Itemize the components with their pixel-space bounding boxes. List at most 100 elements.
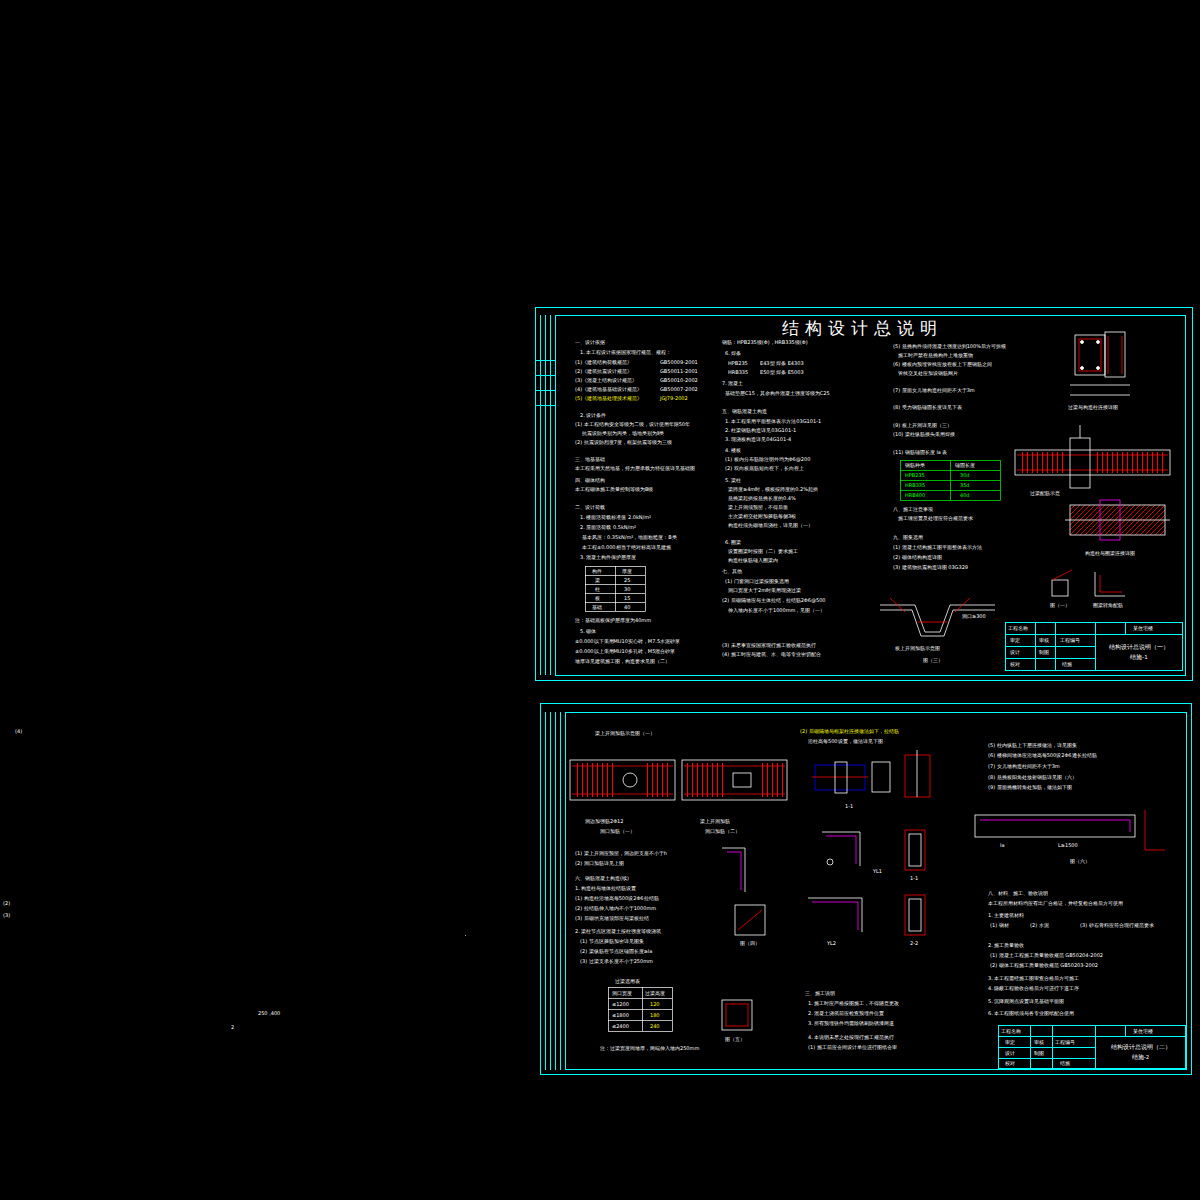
drawing-rect <box>1075 335 1105 375</box>
note-text: 30d <box>960 472 970 478</box>
drawing-line <box>1052 1025 1053 1068</box>
note-text: (9) 屋面挑檐转角处加筋，做法如下图 <box>988 784 1072 790</box>
title-block-text: 结施-2 <box>1132 1054 1149 1061</box>
drawing-path <box>826 836 856 864</box>
drawing-rect <box>1079 339 1101 371</box>
drawing-line <box>642 987 643 1031</box>
note-text: 管线交叉处应加设钢筋网片 <box>898 370 958 376</box>
note-text: (3)《混凝土结构设计规范》 <box>575 377 637 383</box>
note-text: HPB235 <box>905 472 925 478</box>
note-text: 180 <box>650 1012 660 1018</box>
note-text: (6) 楼梯间墙体应沿墙高每500设2Φ6通长拉结筋 <box>988 752 1097 758</box>
drawing-path <box>1145 810 1165 850</box>
note-text: 施工缝留置及处理应符合规范要求 <box>898 515 973 521</box>
note-text: 2. 设计条件 <box>580 412 606 418</box>
note-text: 某住宅楼 <box>1133 1028 1153 1034</box>
note-text: (1) 本工程结构安全等级为二级，设计使用年限50年 <box>575 421 690 427</box>
note-text: 一、设计依据 <box>575 339 605 345</box>
note-text: (6) 楼板内预埋管线应放在板上下层钢筋之间 <box>893 361 992 367</box>
note-text: (2) 洞口加筋详见上图 <box>575 860 624 866</box>
note-text: 某住宅楼 <box>1133 625 1153 631</box>
note-text: 梁上开洞加筋示意图（一） <box>595 730 655 736</box>
title-block-text: 结构设计总说明（一） <box>1109 644 1169 651</box>
drawing-line <box>465 935 466 936</box>
drawing-rect <box>586 567 646 612</box>
note-text: 九、图集选用 <box>893 534 923 540</box>
drawing-path <box>1100 575 1122 592</box>
drawing-rect <box>1015 450 1170 475</box>
drawing-rect <box>1006 623 1183 671</box>
note-text: (1) 节点区箍筋加密详见图集 <box>580 938 644 944</box>
drawing-rect <box>1070 438 1090 488</box>
note-text: 构造柱须先砌墙后浇柱，详见图（一） <box>728 522 813 528</box>
anchorage-table <box>900 460 1001 501</box>
note-text: L≥1500 <box>1058 842 1078 848</box>
drawing-rect <box>536 308 1193 681</box>
drawing-line <box>585 575 645 576</box>
drawing-line <box>955 598 970 612</box>
drawing-rect <box>815 765 865 790</box>
note-text: 制图 <box>1034 1050 1044 1056</box>
note-text: (3) 后砌填充墙顶部应与梁板拉结 <box>575 915 649 921</box>
note-text: 悬挑梁起拱按悬挑长度的0.4% <box>728 495 796 501</box>
note-text: (10) 梁柱纵筋接头采用焊接 <box>893 431 955 437</box>
drawing-rect <box>556 316 1186 676</box>
note-text: (2)《建筑抗震设计规范》 <box>575 368 632 374</box>
note-text: (8) 受力钢筋锚固长度详见下表 <box>893 404 962 410</box>
note-text: (5) 柱内纵筋上下层连接做法，详见图集 <box>988 742 1077 748</box>
note-text: 4. 楼板 <box>725 447 741 453</box>
drawing-path <box>812 902 858 930</box>
drawing-line <box>1052 570 1072 580</box>
drawing-line <box>1065 520 1170 521</box>
drawing-path <box>808 898 862 932</box>
corner-details <box>1052 570 1125 596</box>
drawing-rect <box>909 899 921 931</box>
note-text: (1) 门窗洞口过梁按图集选用 <box>725 578 789 584</box>
cantilever-detail <box>975 810 1165 850</box>
note-text: 工程编号 <box>1055 1039 1075 1045</box>
note-text: HRB335 <box>905 482 925 488</box>
drawing-circle <box>1097 367 1100 370</box>
note-text: 柱 <box>595 586 600 592</box>
note-text: 梁跨度≥4m时，模板按跨度的0.2%起拱 <box>728 486 818 492</box>
drawing-line <box>900 490 1000 491</box>
title-block-cell: 结构设计总说明（二） 结施-2 <box>1095 1036 1186 1069</box>
note-text: 洞边加强筋2Φ12 <box>585 818 623 824</box>
note-text: 梁上开洞加筋 <box>700 818 730 824</box>
note-text: 基础 <box>592 604 602 610</box>
drawing-circle <box>1081 367 1084 370</box>
drawing-line <box>1005 646 1095 647</box>
drawing-line <box>812 777 868 778</box>
note-text: 本工程采用天然地基，持力层承载力特征值详见基础图 <box>575 465 695 471</box>
drawing-circle <box>623 773 637 787</box>
drawing-line <box>1070 385 1130 386</box>
note-text: (2) 双向板底筋短向在下，长向在上 <box>725 465 804 471</box>
note-text: (3) <box>3 912 10 918</box>
note-text: 2-2 <box>910 940 918 946</box>
drawing-line <box>998 1047 1095 1048</box>
note-text: 设置圈梁时按图（二）要求施工 <box>728 548 798 554</box>
drawing-rect <box>566 713 1187 1070</box>
note-text: 梁上开洞须预留，不得后凿 <box>728 504 788 510</box>
stray-marks <box>465 935 466 936</box>
note-text: 三、施工说明 <box>805 990 835 996</box>
drawing-line <box>738 910 762 930</box>
note-text: 本工程所用材料均应有出厂合格证，并经复检合格后方可使用 <box>988 900 1123 906</box>
note-text: HPB235 <box>728 360 748 366</box>
drawing-rect <box>909 834 921 866</box>
note-text: GB50011-2001 <box>660 368 698 374</box>
note-text: (2) 抗震设防烈度7度，框架抗震等级为三级 <box>575 439 672 445</box>
note-text: (3) 砂石骨料应符合现行规范要求 <box>1080 922 1154 928</box>
note-text: 锚固长度 <box>955 462 975 468</box>
title-block-text: 结构设计总说明（二） <box>1111 1044 1171 1051</box>
drawing-path <box>722 848 745 892</box>
note-text: 3. 现浇板构造详见04G101-4 <box>725 436 791 442</box>
note-text: 3. 本工程需经施工图审查合格后方可施工 <box>988 975 1079 981</box>
drawing-circle <box>827 859 833 865</box>
note-text: 1-1 <box>910 875 918 881</box>
note-text: JGJ79-2002 <box>660 395 688 401</box>
note-text: 八、施工注意事项 <box>893 506 933 512</box>
drawing-line <box>572 794 673 795</box>
